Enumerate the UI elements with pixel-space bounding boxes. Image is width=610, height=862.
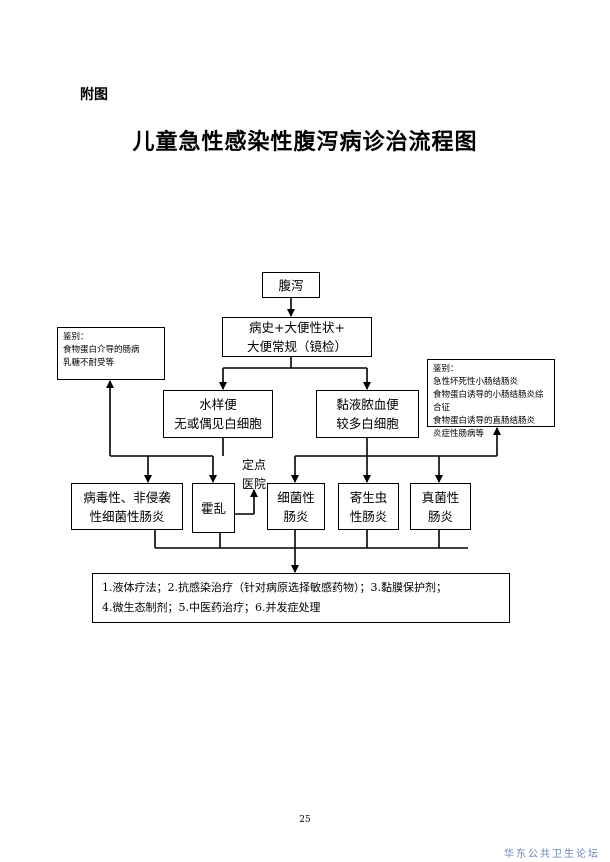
- diff-right-label: 鉴别：: [433, 364, 459, 374]
- watermark: 华东公共卫生论坛: [504, 849, 600, 860]
- node-diarrhea-label: 腹泻: [278, 277, 304, 293]
- appendix-label: 附图: [80, 87, 108, 103]
- diff-right-line3: 食物蛋白诱导的直肠结肠炎: [433, 416, 536, 426]
- diff-left-line1: 食物蛋白介导的肠病: [63, 345, 140, 355]
- node-cholera: 霍乱: [192, 483, 235, 533]
- node-mucus-line2: 较多白细胞: [336, 416, 399, 431]
- node-diff-left: 鉴别： 食物蛋白介导的肠病 乳糖不耐受等: [57, 327, 165, 380]
- node-fungal-line2: 肠炎: [427, 508, 453, 524]
- designated-hospital-note: 定点 医院: [238, 456, 270, 494]
- diff-left-line2: 乳糖不耐受等: [63, 358, 115, 368]
- node-parasitic-line1: 寄生虫: [349, 489, 388, 505]
- node-parasitic-enteritis: 寄生虫 性肠炎: [338, 483, 399, 530]
- treatment-line1: 1.液体疗法；2.抗感染治疗（针对病原选择敏感药物）；3.黏膜保护剂；: [102, 581, 447, 594]
- node-history-stool-exam: 病史+大便性状+ 大便常规（镜检）: [222, 317, 372, 357]
- page-title: 儿童急性感染性腹泻病诊治流程图: [132, 130, 478, 155]
- node-watery-stool: 水样便 无或偶见白细胞: [163, 390, 273, 438]
- designated-line1: 定点: [241, 458, 266, 472]
- node-parasitic-line2: 性肠炎: [349, 508, 388, 524]
- node-watery-line1: 水样便: [199, 397, 237, 412]
- diff-right-line2: 食物蛋白诱导的小肠结肠炎综合征: [433, 390, 544, 413]
- node-diff-right: 鉴别： 急性坏死性小肠结肠炎 食物蛋白诱导的小肠结肠炎综合征 食物蛋白诱导的直肠…: [427, 359, 555, 439]
- node-mucus-bloody-stool: 黏液脓血便 较多白细胞: [316, 390, 419, 438]
- node-cholera-label: 霍乱: [200, 500, 226, 516]
- node-diarrhea: 腹泻: [262, 272, 320, 298]
- node-bacterial-line1: 细菌性: [277, 489, 315, 505]
- node-bacterial-line2: 肠炎: [283, 508, 309, 524]
- node-treatment: 1.液体疗法；2.抗感染治疗（针对病原选择敏感药物）；3.黏膜保护剂； 4.微生…: [92, 573, 510, 623]
- node-history-line2: 大便常规（镜检）: [246, 339, 347, 354]
- treatment-line2: 4.微生态制剂；5.中医药治疗；6.并发症处理: [102, 601, 321, 614]
- node-history-line1: 病史+大便性状+: [249, 320, 345, 335]
- diff-right-line4: 炎症性肠病等: [433, 429, 485, 439]
- page-number: 25: [299, 815, 311, 825]
- node-mucus-line1: 黏液脓血便: [336, 397, 399, 412]
- node-fungal-line1: 真菌性: [421, 489, 460, 505]
- node-viral-enteritis: 病毒性、非侵袭 性细菌性肠炎: [71, 483, 183, 530]
- node-fungal-enteritis: 真菌性 肠炎: [410, 483, 471, 530]
- node-viral-line2: 性细菌性肠炎: [89, 508, 165, 524]
- node-watery-line2: 无或偶见白细胞: [174, 416, 262, 431]
- designated-line2: 医院: [241, 477, 266, 491]
- node-bacterial-enteritis: 细菌性 肠炎: [267, 483, 325, 530]
- node-viral-line1: 病毒性、非侵袭: [83, 489, 171, 505]
- diff-left-label: 鉴别：: [63, 332, 89, 342]
- diff-right-line1: 急性坏死性小肠结肠炎: [433, 377, 519, 387]
